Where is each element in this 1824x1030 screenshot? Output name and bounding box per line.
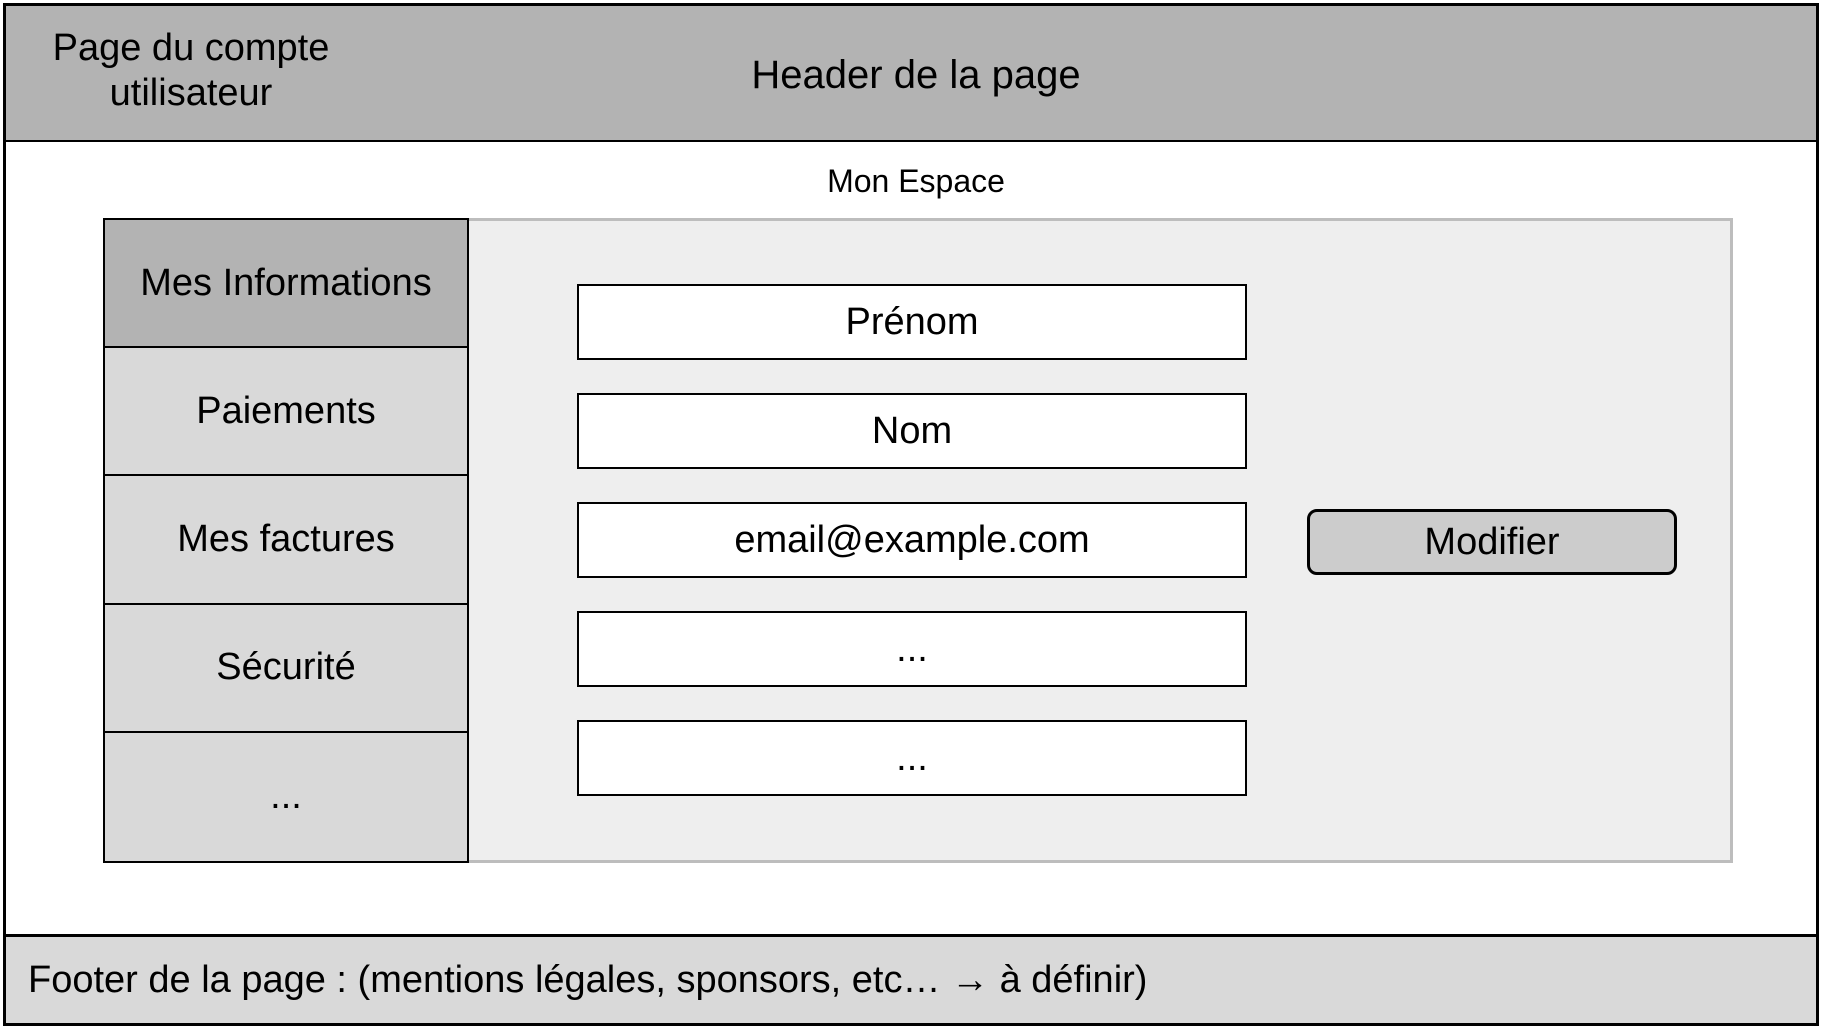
page-header: Page du compte utilisateur Header de la … bbox=[6, 6, 1816, 142]
modify-button[interactable]: Modifier bbox=[1307, 509, 1677, 575]
account-sidebar: Mes Informations Paiements Mes factures … bbox=[103, 218, 469, 863]
sidebar-item-mes-informations[interactable]: Mes Informations bbox=[105, 220, 467, 349]
page-frame: Page du compte utilisateur Header de la … bbox=[3, 3, 1819, 1026]
account-page-label-line2: utilisateur bbox=[109, 72, 273, 114]
account-page-label-line1: Page du compte bbox=[52, 27, 330, 69]
email-field[interactable]: email@example.com bbox=[577, 502, 1247, 578]
first-name-field[interactable]: Prénom bbox=[577, 284, 1247, 360]
account-page-label: Page du compte utilisateur bbox=[36, 26, 346, 116]
information-panel: Prénom Nom email@example.com ... ... Mod… bbox=[469, 218, 1733, 863]
last-name-field[interactable]: Nom bbox=[577, 393, 1247, 469]
sidebar-item-paiements[interactable]: Paiements bbox=[105, 348, 467, 477]
extra-field-2[interactable]: ... bbox=[577, 720, 1247, 796]
sidebar-item-securite[interactable]: Sécurité bbox=[105, 604, 467, 733]
extra-field-1[interactable]: ... bbox=[577, 611, 1247, 687]
sidebar-item-more[interactable]: ... bbox=[105, 732, 467, 861]
header-title: Header de la page bbox=[751, 53, 1081, 97]
section-title: Mon Espace bbox=[827, 163, 1005, 199]
footer-text: Footer de la page : (mentions légales, s… bbox=[28, 959, 1148, 1001]
sidebar-item-mes-factures[interactable]: Mes factures bbox=[105, 476, 467, 605]
page-footer: Footer de la page : (mentions légales, s… bbox=[6, 934, 1816, 1023]
